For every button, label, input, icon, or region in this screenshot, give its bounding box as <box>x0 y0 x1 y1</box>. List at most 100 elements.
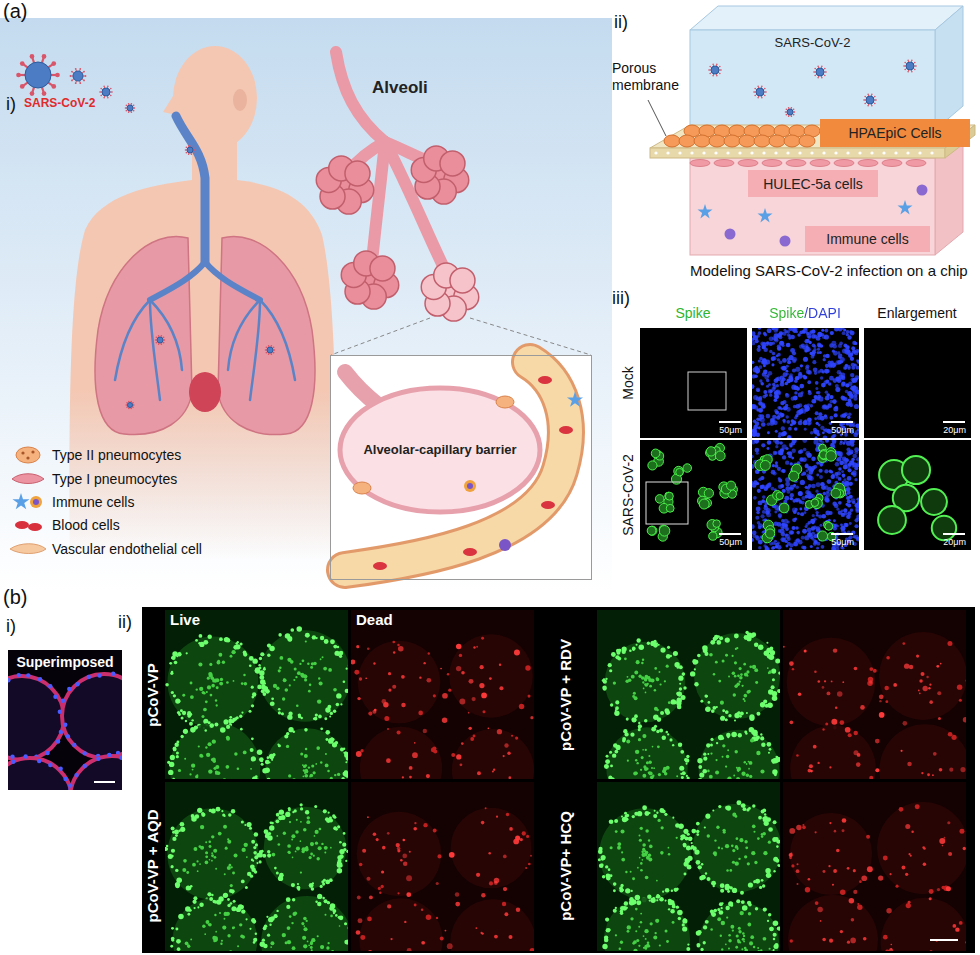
scale-bars <box>719 421 741 423</box>
virus-particle <box>70 68 87 84</box>
live-stain-image <box>267 644 271 648</box>
virus-particle <box>753 85 767 98</box>
virus-particle <box>268 345 270 347</box>
live-stain-image <box>264 767 269 772</box>
dapi-stain-image <box>771 387 775 391</box>
dapi-stain-image <box>808 336 811 339</box>
dapi-stain-image <box>812 521 815 524</box>
dapi-stain-image <box>854 342 857 345</box>
porous-membrane <box>834 151 837 154</box>
live-stain-image <box>343 680 346 683</box>
live-stain-image <box>212 739 216 743</box>
dapi-stain-image <box>791 335 795 339</box>
virus-particle <box>83 80 85 82</box>
immune-cell <box>697 204 712 218</box>
dapi-stain-image <box>805 344 809 348</box>
upper-chamber <box>690 30 935 130</box>
airway <box>176 116 205 262</box>
virus-particle <box>193 152 195 154</box>
legend-icons <box>28 523 42 531</box>
live-stain-image <box>330 639 335 644</box>
dapi-stain-image <box>811 484 816 489</box>
virus-particle <box>274 349 276 351</box>
dapi-stain-image <box>835 384 839 388</box>
virus-particle <box>753 91 755 93</box>
live-stain-image <box>249 664 252 667</box>
live-stain-image <box>263 667 265 669</box>
live-stain-image <box>297 671 301 675</box>
live-stain-image <box>216 704 218 706</box>
spike-stain-image <box>646 482 688 524</box>
dapi-stain-image <box>832 399 837 404</box>
dapi-stain-image <box>850 509 853 512</box>
dapi-stain-image <box>816 526 821 531</box>
dapi-stain-image <box>792 449 796 453</box>
superimposed-image <box>94 781 115 783</box>
superimposed-image <box>61 698 65 702</box>
live-stain-image <box>165 610 348 779</box>
dapi-stain-image <box>790 530 794 534</box>
porous-membrane <box>738 151 741 154</box>
porous-membrane <box>810 151 813 154</box>
virus-particle <box>817 77 819 79</box>
live-stain-image <box>196 688 198 690</box>
dapi-stain-image <box>841 376 845 380</box>
immune-cell <box>12 493 29 509</box>
dapi-stain-image <box>760 485 764 489</box>
dapi-stain-image <box>838 356 841 359</box>
dapi-stain-image <box>823 435 828 438</box>
superimposed-image <box>26 673 30 677</box>
live-stain-image <box>189 722 193 726</box>
live-stain-image <box>294 668 297 671</box>
dapi-stain-image <box>810 545 813 548</box>
epithelial-cells <box>724 135 740 147</box>
virus-particle <box>42 54 47 59</box>
live-stain-image <box>239 642 242 645</box>
legend-icons <box>16 447 40 463</box>
dapi-stain-image <box>789 543 793 547</box>
live-stain-image <box>320 636 324 640</box>
alveoli <box>372 142 385 262</box>
virus-particle <box>155 339 157 341</box>
virus-particle <box>128 403 133 408</box>
blood-cell <box>373 562 387 570</box>
live-stain-image <box>332 742 337 747</box>
dapi-stain-image <box>849 522 852 525</box>
alveolus-inset <box>496 396 514 408</box>
dapi-stain-image <box>801 536 805 540</box>
dapi-stain-image <box>771 487 775 491</box>
airway <box>205 262 260 300</box>
dapi-stain-image <box>849 449 854 454</box>
live-stain-image <box>262 692 266 696</box>
spike-stain-image <box>655 495 664 504</box>
dapi-stain-image <box>768 371 772 375</box>
dapi-stain-image <box>847 499 851 503</box>
live-stain-image <box>343 772 347 776</box>
virus-particle <box>164 339 166 341</box>
virus-particle <box>157 337 163 343</box>
spike-stain-image <box>640 328 747 438</box>
dapi-stain-image <box>786 372 789 375</box>
dapi-stain-image <box>762 495 766 499</box>
live-stain-image <box>174 743 178 747</box>
live-stain-image <box>290 660 294 664</box>
live-stain-image <box>320 727 323 730</box>
virus-particle <box>20 61 25 66</box>
live-stain-image <box>209 723 214 728</box>
live-stain-image <box>223 778 227 779</box>
virus-particle <box>185 145 196 155</box>
dapi-stain-image <box>828 469 831 472</box>
airway <box>150 262 205 300</box>
virus-particle <box>712 63 714 65</box>
virus-particle <box>864 96 866 98</box>
virus-particle <box>813 65 827 78</box>
live-stain-image <box>189 773 191 775</box>
dapi-stain-image <box>758 328 762 330</box>
dapi-stain-image <box>794 391 797 394</box>
virus-particle <box>793 114 795 116</box>
spike-stain-image <box>683 464 691 472</box>
legend-icons <box>33 499 39 505</box>
live-stain-image <box>171 691 174 694</box>
live-stain-image <box>198 642 201 645</box>
dapi-stain-image <box>788 427 792 431</box>
